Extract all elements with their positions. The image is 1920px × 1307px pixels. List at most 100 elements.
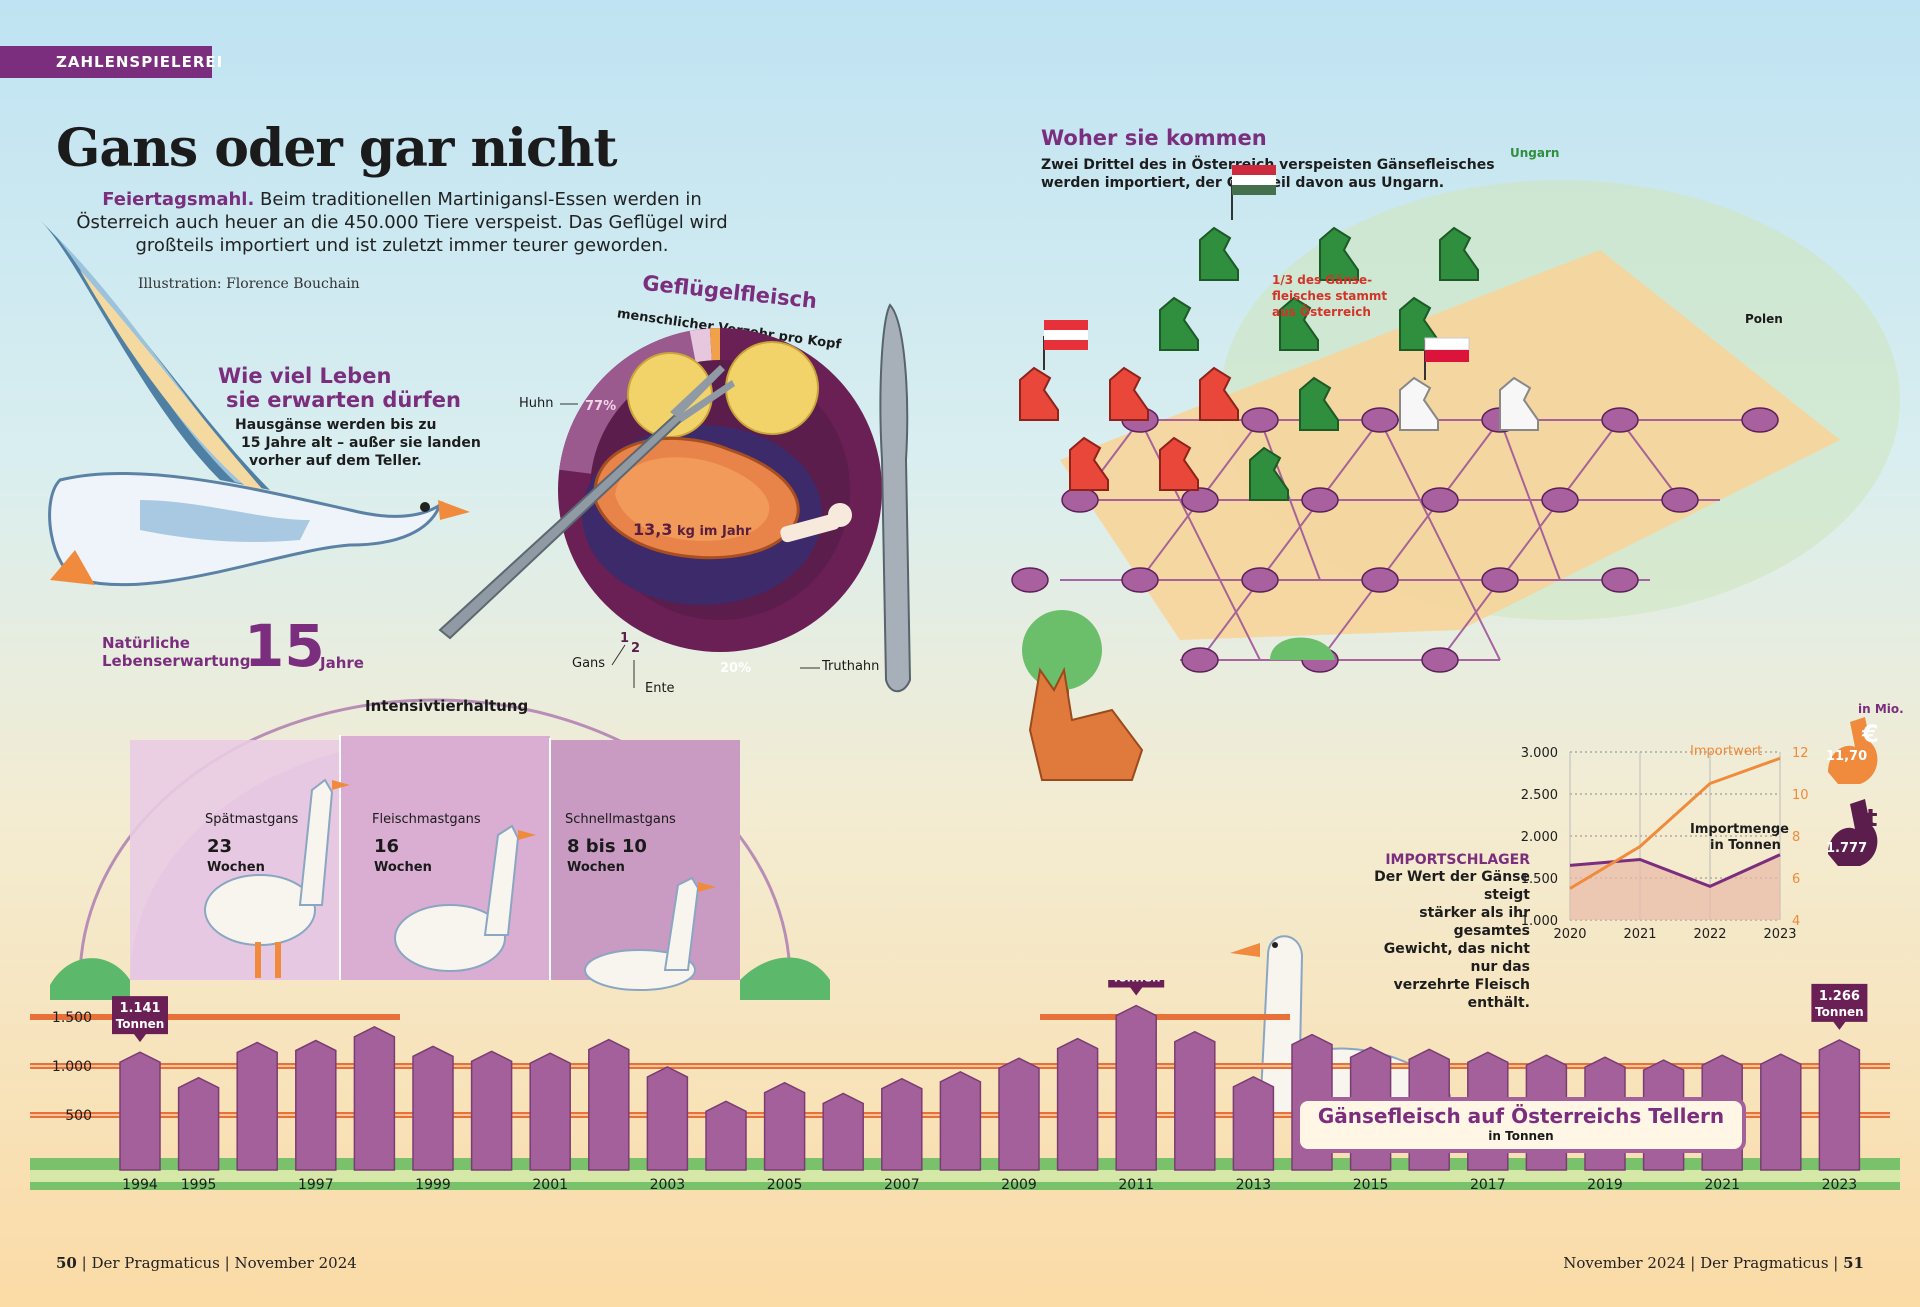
import-left-tick: 2.500 <box>1521 788 1558 803</box>
import-right-tick: 12 <box>1792 746 1809 761</box>
game-board-illustration <box>1011 165 1900 781</box>
fence-bar <box>998 1057 1040 1171</box>
fence-bar <box>1056 1037 1099 1171</box>
fence-bar <box>763 1081 806 1171</box>
fence-bar <box>1760 1053 1802 1171</box>
pie-label-truthahn: Truthahn <box>822 659 880 674</box>
importmenge-area <box>1570 854 1780 920</box>
pie-label-truthahn-pct: 20% <box>720 661 751 676</box>
label-ungarn: Ungarn <box>1510 146 1560 160</box>
fox-piece-icon <box>1028 666 1144 781</box>
import-right-tick: 10 <box>1792 788 1809 803</box>
plate-pie-chart: 13,3 kg im Jahr 77% 20% 1 2 <box>438 303 912 693</box>
pie-label-huhn: Huhn <box>519 396 554 411</box>
ton-symbol: t <box>1866 804 1877 832</box>
callout-unit: Tonnen <box>116 1017 165 1031</box>
fence-bar <box>822 1092 864 1171</box>
x-tick-label: 2015 <box>1353 1177 1389 1193</box>
x-tick-label: 2005 <box>767 1177 803 1193</box>
intensive-farming-panel <box>50 698 830 1000</box>
callout-box <box>112 996 168 1043</box>
x-tick-label: 1997 <box>298 1177 334 1193</box>
import-left-tick: 1.000 <box>1521 914 1558 929</box>
footer-left: 50 | Der Pragmaticus | November 2024 <box>56 1254 357 1272</box>
intro-body: Beim traditionellen Martinigansl-Essen w… <box>76 189 728 256</box>
callout-box <box>1108 980 1165 996</box>
x-tick-label: 2007 <box>884 1177 920 1193</box>
goose-icon <box>584 876 716 991</box>
type-name-1: Fleischmastgans <box>372 812 481 827</box>
origin-heading: Woher sie kommen <box>1041 126 1267 150</box>
callout-value: 1.266 <box>1819 989 1860 1004</box>
x-tick-label: 2003 <box>650 1177 686 1193</box>
fence-bar <box>939 1071 982 1171</box>
life-text: Hausgänse werden bis zu 15 Jahre alt – a… <box>235 417 481 469</box>
import-x-tick: 2023 <box>1763 927 1796 942</box>
fence-bar <box>470 1050 513 1171</box>
x-tick-label: 1999 <box>415 1177 451 1193</box>
type-value-1: 16 <box>374 836 400 857</box>
illustration-credit: Illustration: Florence Bouchain <box>138 276 360 292</box>
label-austria: 1/3 des Gänse- fleisches stammt aus Öste… <box>1272 273 1388 319</box>
import-left-tick: 2.000 <box>1521 830 1558 845</box>
import-right-tick: 6 <box>1792 872 1800 887</box>
type-name-0: Spätmastgans <box>205 812 299 827</box>
flying-goose-illustration <box>40 220 470 587</box>
y-tick-label: 1.000 <box>52 1059 92 1075</box>
import-x-tick: 2020 <box>1553 927 1586 942</box>
label-polen: Polen <box>1745 312 1783 326</box>
fence-chart-subtitle: in Tonnen <box>1488 1129 1554 1143</box>
x-tick-label: 2023 <box>1822 1177 1858 1193</box>
fence-chart-title: Gänsefleisch auf Österreichs Tellern <box>1317 1104 1725 1128</box>
natural-label: Natürliche Lebenserwartung <box>102 634 251 670</box>
import-x-tick: 2022 <box>1693 927 1726 942</box>
x-tick-label: 2019 <box>1587 1177 1623 1193</box>
pie-center-value: 13,3 <box>633 520 672 539</box>
unit-note: in Mio. <box>1858 702 1904 716</box>
type-value-0: 23 <box>207 836 233 857</box>
series-label-importmenge: Importmenge <box>1690 822 1789 837</box>
import-left-tick: 3.000 <box>1521 746 1558 761</box>
x-tick-label: 2001 <box>532 1177 568 1193</box>
intro-text: Feiertagsmahl. Beim traditionellen Marti… <box>72 188 732 257</box>
fence-bar <box>529 1052 571 1171</box>
fence-bar <box>353 1025 396 1171</box>
fence-bar <box>236 1041 278 1171</box>
callout-box <box>1811 983 1868 1030</box>
pie-label-huhn-pct: 77% <box>585 399 616 414</box>
fence-bar <box>177 1076 220 1171</box>
fence-bar <box>1115 1004 1157 1171</box>
fence-bar <box>1174 1030 1216 1171</box>
value-badges: € 11,70 t 1.777 <box>1826 717 1879 866</box>
natural-unit: Jahre <box>320 654 364 672</box>
fence-bar <box>295 1039 337 1171</box>
fence-bar <box>588 1038 630 1171</box>
fence-bar <box>119 1051 161 1171</box>
callout-value: 1.141 <box>119 1001 160 1016</box>
x-tick-label: 2011 <box>1118 1177 1154 1193</box>
import-right-tick: 8 <box>1792 830 1800 845</box>
x-tick-label: 2013 <box>1236 1177 1272 1193</box>
fence-bar <box>1818 1039 1861 1171</box>
type-unit-0: Wochen <box>207 860 265 875</box>
series-label-importmenge-unit: in Tonnen <box>1710 838 1781 853</box>
euro-symbol: € <box>1861 720 1879 748</box>
pie-label-ente-pct: 2 <box>631 641 640 656</box>
pie-label-gans-pct: 1 <box>620 631 629 646</box>
intro-lead: Feiertagsmahl. <box>102 189 255 210</box>
x-tick-label: 1994 <box>122 1177 158 1193</box>
pie-center-unit: kg im Jahr <box>677 524 752 539</box>
type-unit-1: Wochen <box>374 860 432 875</box>
series-label-importwert: Importwert <box>1690 744 1762 759</box>
goose-icon <box>204 778 350 978</box>
x-tick-label: 2009 <box>1001 1177 1037 1193</box>
fence-bar <box>646 1066 689 1171</box>
x-tick-label: 2017 <box>1470 1177 1506 1193</box>
fence-bar <box>1232 1075 1275 1171</box>
intensive-title: Intensivtierhaltung <box>365 697 529 715</box>
footer-right: November 2024 | Der Pragmaticus | 51 <box>1563 1254 1864 1272</box>
callout-unit: Tonnen <box>1815 1005 1864 1019</box>
flag-austria-icon <box>1043 320 1088 370</box>
ton-value: 1.777 <box>1826 841 1867 856</box>
import-text: IMPORTSCHLAGER Der Wert der Gänse steigt… <box>1374 852 1530 1011</box>
